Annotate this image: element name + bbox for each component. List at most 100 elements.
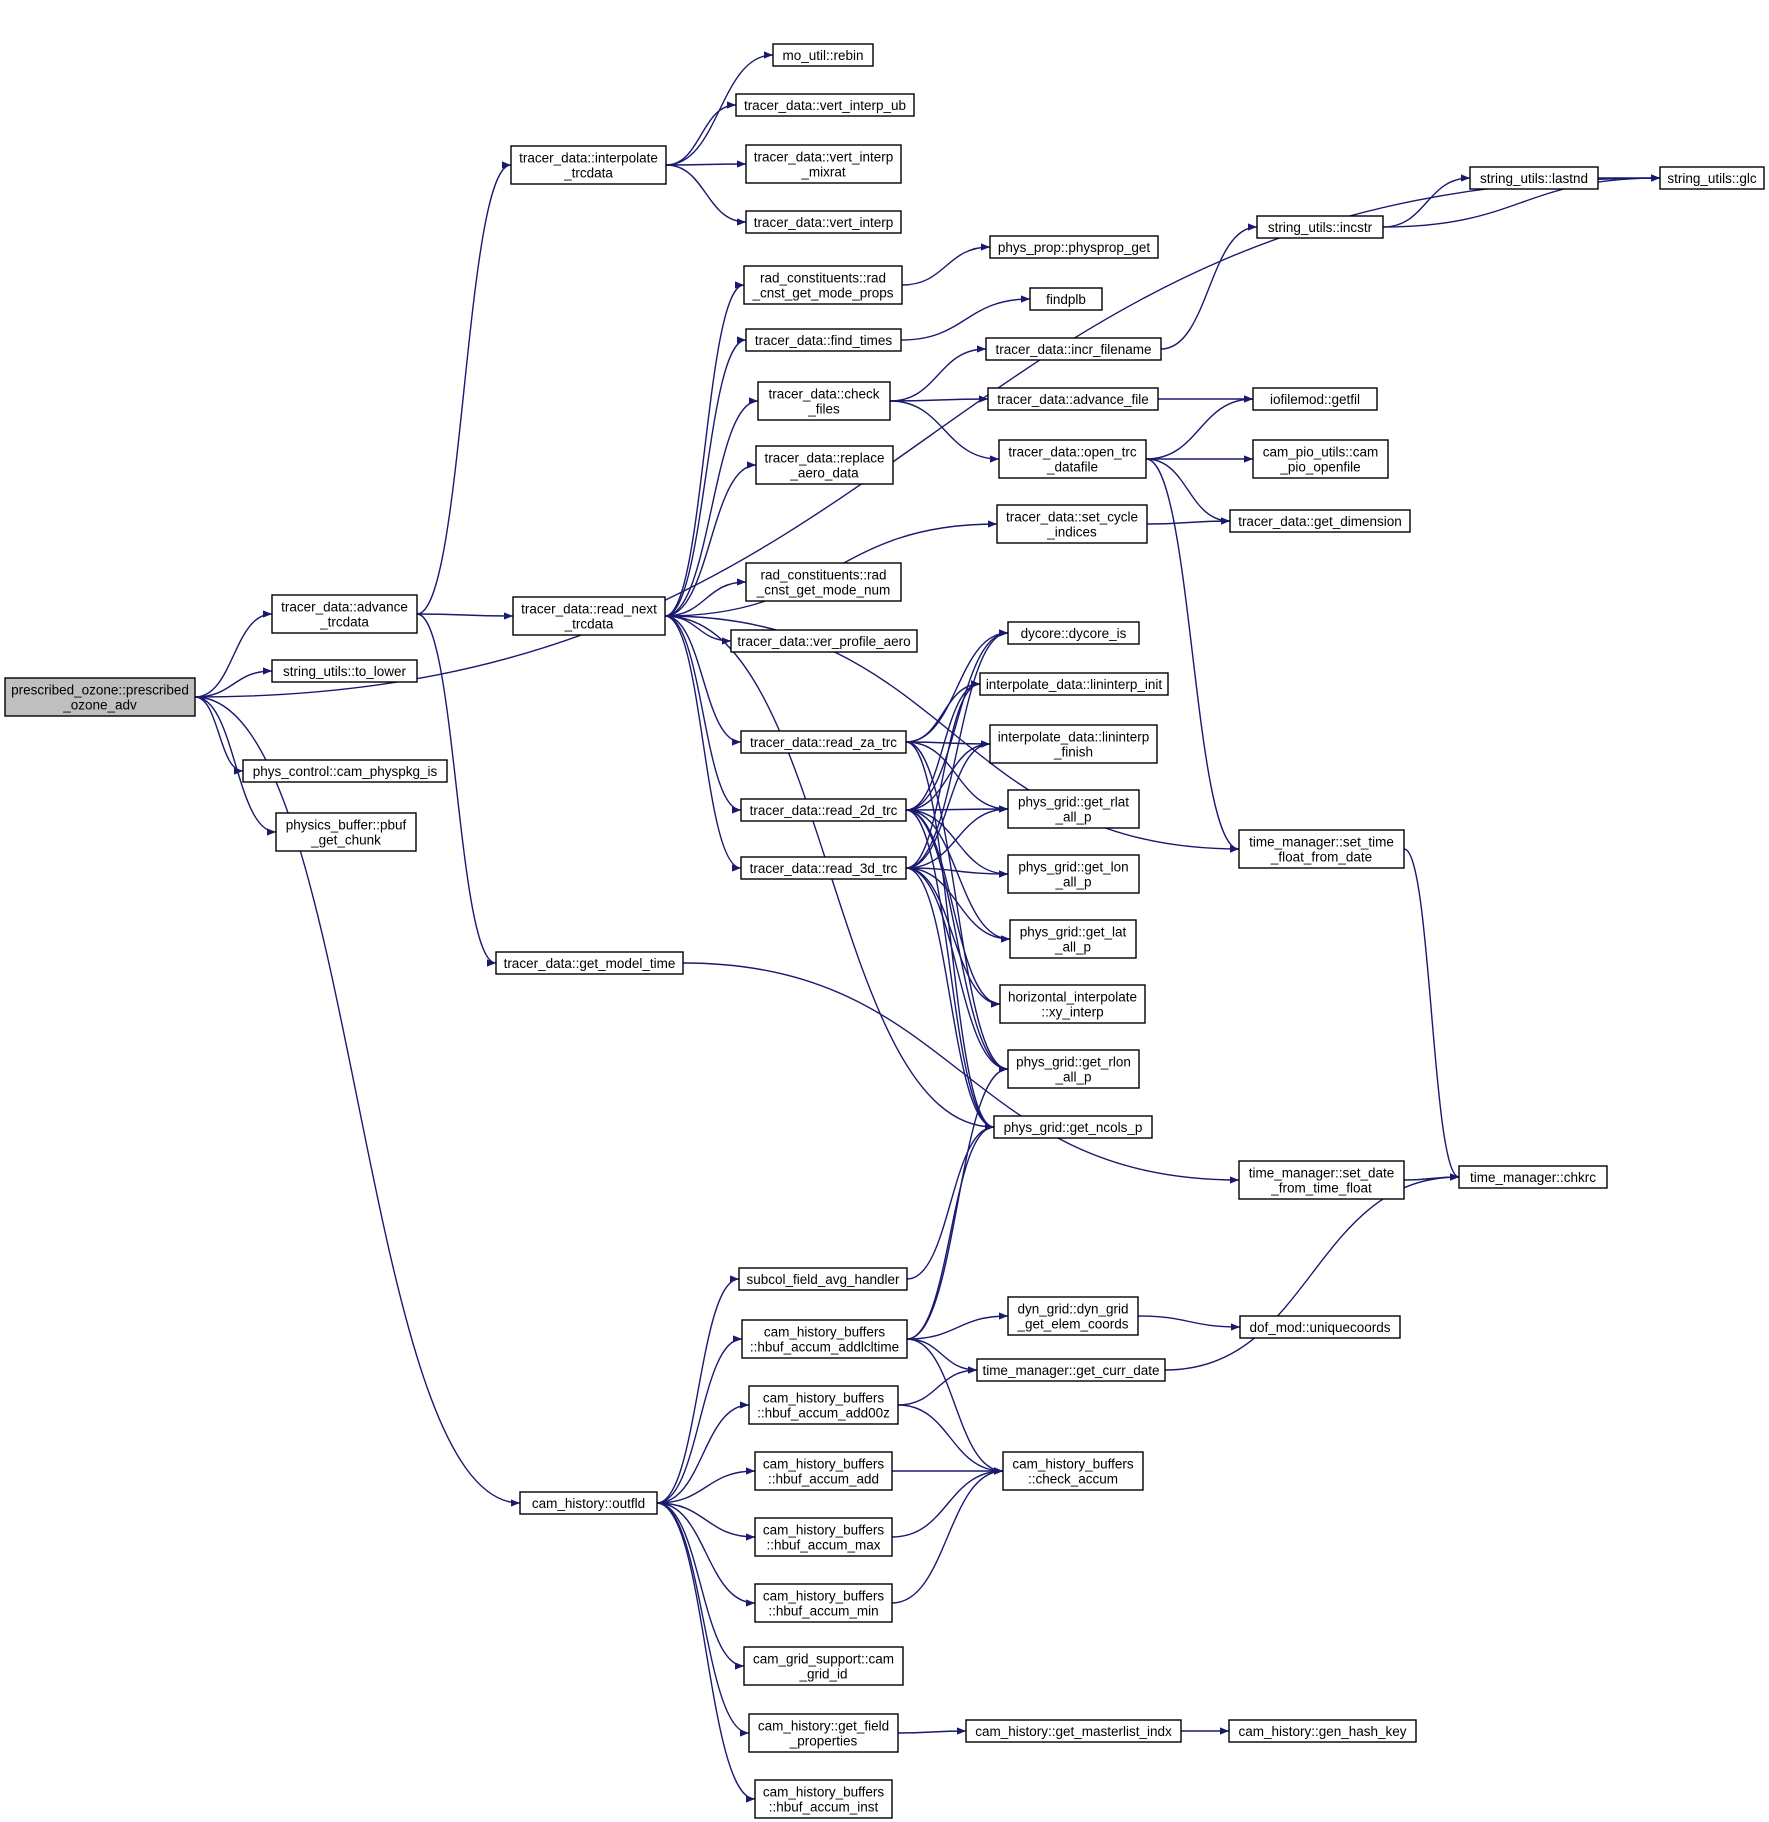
node-advance_file[interactable]: tracer_data::advance_file xyxy=(987,387,1159,411)
node-box[interactable] xyxy=(998,439,1147,479)
node-get_masterlist_indx[interactable]: cam_history::get_masterlist_indx xyxy=(965,1719,1182,1743)
node-box[interactable] xyxy=(745,210,902,234)
node-interpolate_trcdata[interactable]: tracer_data::interpolate_trcdata xyxy=(510,145,667,185)
node-box[interactable] xyxy=(1007,854,1140,894)
node-box[interactable] xyxy=(495,951,684,975)
node-root[interactable]: prescribed_ozone::prescribed_ozone_adv xyxy=(4,677,196,717)
node-replace_aero_data[interactable]: tracer_data::replace_aero_data xyxy=(755,445,894,485)
node-set_time_float_from_date[interactable]: time_manager::set_time_float_from_date xyxy=(1238,829,1405,869)
node-box[interactable] xyxy=(1469,166,1599,190)
node-pbuf_get_chunk[interactable]: physics_buffer::pbuf_get_chunk xyxy=(275,812,417,852)
node-box[interactable] xyxy=(989,235,1159,259)
node-box[interactable] xyxy=(275,812,417,852)
node-get_dimension[interactable]: tracer_data::get_dimension xyxy=(1229,509,1411,533)
node-read_next_trcdata[interactable]: tracer_data::read_next_trcdata xyxy=(512,596,666,636)
node-box[interactable] xyxy=(743,265,903,305)
node-cam_grid_id[interactable]: cam_grid_support::cam_grid_id xyxy=(743,1646,904,1686)
node-rad_cnst_get_mode_num[interactable]: rad_constituents::rad_cnst_get_mode_num xyxy=(745,562,902,602)
node-box[interactable] xyxy=(1007,621,1140,645)
node-vert_interp_mixrat[interactable]: tracer_data::vert_interp_mixrat xyxy=(745,144,902,184)
node-incr_filename[interactable]: tracer_data::incr_filename xyxy=(985,337,1162,361)
node-box[interactable] xyxy=(989,724,1158,764)
node-box[interactable] xyxy=(772,43,874,67)
node-box[interactable] xyxy=(1002,1451,1144,1491)
node-dyn_grid_get_elem_coords[interactable]: dyn_grid::dyn_grid_get_elem_coords xyxy=(1007,1296,1139,1336)
node-cam_pio_openfile[interactable]: cam_pio_utils::cam_pio_openfile xyxy=(1252,439,1389,479)
node-read_za_trc[interactable]: tracer_data::read_za_trc xyxy=(740,730,907,754)
node-box[interactable] xyxy=(1228,1719,1417,1743)
node-physprop_get[interactable]: phys_prop::physprop_get xyxy=(989,235,1159,259)
node-ver_profile_aero[interactable]: tracer_data::ver_profile_aero xyxy=(730,629,918,653)
node-box[interactable] xyxy=(745,328,902,352)
node-get_lon_all_p[interactable]: phys_grid::get_lon_all_p xyxy=(1007,854,1140,894)
node-box[interactable] xyxy=(985,337,1162,361)
node-box[interactable] xyxy=(512,596,666,636)
node-box[interactable] xyxy=(1659,166,1765,190)
node-dycore_is[interactable]: dycore::dycore_is xyxy=(1007,621,1140,645)
node-get_rlat_all_p[interactable]: phys_grid::get_rlat_all_p xyxy=(1007,789,1140,829)
node-box[interactable] xyxy=(740,798,907,822)
node-box[interactable] xyxy=(743,1646,904,1686)
node-get_model_time[interactable]: tracer_data::get_model_time xyxy=(495,951,684,975)
node-get_curr_date[interactable]: time_manager::get_curr_date xyxy=(976,1358,1166,1382)
node-lininterp_finish[interactable]: interpolate_data::lininterp_finish xyxy=(989,724,1158,764)
node-box[interactable] xyxy=(748,1385,899,1425)
node-find_times[interactable]: tracer_data::find_times xyxy=(745,328,902,352)
node-box[interactable] xyxy=(757,381,891,421)
node-hbuf_accum_max[interactable]: cam_history_buffers::hbuf_accum_max xyxy=(754,1517,893,1557)
node-rad_cnst_get_mode_props[interactable]: rad_constituents::rad_cnst_get_mode_prop… xyxy=(743,265,903,305)
node-box[interactable] xyxy=(745,144,902,184)
node-box[interactable] xyxy=(740,856,907,880)
node-box[interactable] xyxy=(1252,439,1389,479)
node-box[interactable] xyxy=(979,672,1169,696)
node-box[interactable] xyxy=(754,1779,893,1819)
node-box[interactable] xyxy=(1238,829,1405,869)
node-hbuf_accum_addlcltime[interactable]: cam_history_buffers::hbuf_accum_addlclti… xyxy=(741,1319,908,1359)
node-advance_trcdata[interactable]: tracer_data::advance_trcdata xyxy=(271,594,418,634)
node-box[interactable] xyxy=(510,145,667,185)
node-gen_hash_key[interactable]: cam_history::gen_hash_key xyxy=(1228,1719,1417,1743)
node-box[interactable] xyxy=(1458,1165,1608,1189)
node-uniquecoords[interactable]: dof_mod::uniquecoords xyxy=(1239,1315,1401,1339)
node-vert_interp[interactable]: tracer_data::vert_interp xyxy=(745,210,902,234)
node-box[interactable] xyxy=(754,1583,893,1623)
node-subcol_field_avg_handler[interactable]: subcol_field_avg_handler xyxy=(738,1267,908,1291)
node-box[interactable] xyxy=(1007,789,1140,829)
node-getfil[interactable]: iofilemod::getfil xyxy=(1252,387,1378,411)
node-read_3d_trc[interactable]: tracer_data::read_3d_trc xyxy=(740,856,907,880)
node-box[interactable] xyxy=(1029,287,1103,311)
node-hbuf_accum_add[interactable]: cam_history_buffers::hbuf_accum_add xyxy=(754,1451,893,1491)
node-lastnd[interactable]: string_utils::lastnd xyxy=(1469,166,1599,190)
node-hbuf_accum_min[interactable]: cam_history_buffers::hbuf_accum_min xyxy=(754,1583,893,1623)
node-box[interactable] xyxy=(735,93,915,117)
node-hbuf_accum_add00z[interactable]: cam_history_buffers::hbuf_accum_add00z xyxy=(748,1385,899,1425)
node-box[interactable] xyxy=(999,984,1146,1024)
node-box[interactable] xyxy=(271,594,418,634)
node-to_lower[interactable]: string_utils::to_lower xyxy=(271,659,418,683)
node-findplb[interactable]: findplb xyxy=(1029,287,1103,311)
node-box[interactable] xyxy=(1007,1296,1139,1336)
node-box[interactable] xyxy=(1009,919,1137,959)
node-box[interactable] xyxy=(976,1358,1166,1382)
node-get_ncols_p[interactable]: phys_grid::get_ncols_p xyxy=(993,1115,1153,1139)
node-box[interactable] xyxy=(965,1719,1182,1743)
node-incstr[interactable]: string_utils::incstr xyxy=(1256,215,1384,239)
node-box[interactable] xyxy=(1256,215,1384,239)
node-set_date_from_time_float[interactable]: time_manager::set_date_from_time_float xyxy=(1238,1160,1405,1200)
node-box[interactable] xyxy=(993,1115,1153,1139)
node-get_lat_all_p[interactable]: phys_grid::get_lat_all_p xyxy=(1009,919,1137,959)
node-xy_interp[interactable]: horizontal_interpolate::xy_interp xyxy=(999,984,1146,1024)
node-open_trc_datafile[interactable]: tracer_data::open_trc_datafile xyxy=(998,439,1147,479)
node-box[interactable] xyxy=(754,1517,893,1557)
node-box[interactable] xyxy=(740,730,907,754)
node-box[interactable] xyxy=(755,445,894,485)
node-read_2d_trc[interactable]: tracer_data::read_2d_trc xyxy=(740,798,907,822)
node-box[interactable] xyxy=(519,1491,658,1515)
node-box[interactable] xyxy=(730,629,918,653)
node-box[interactable] xyxy=(741,1319,908,1359)
node-box[interactable] xyxy=(748,1713,899,1753)
node-box[interactable] xyxy=(754,1451,893,1491)
node-get_field_properties[interactable]: cam_history::get_field_properties xyxy=(748,1713,899,1753)
node-box[interactable] xyxy=(242,759,448,783)
node-box[interactable] xyxy=(738,1267,908,1291)
